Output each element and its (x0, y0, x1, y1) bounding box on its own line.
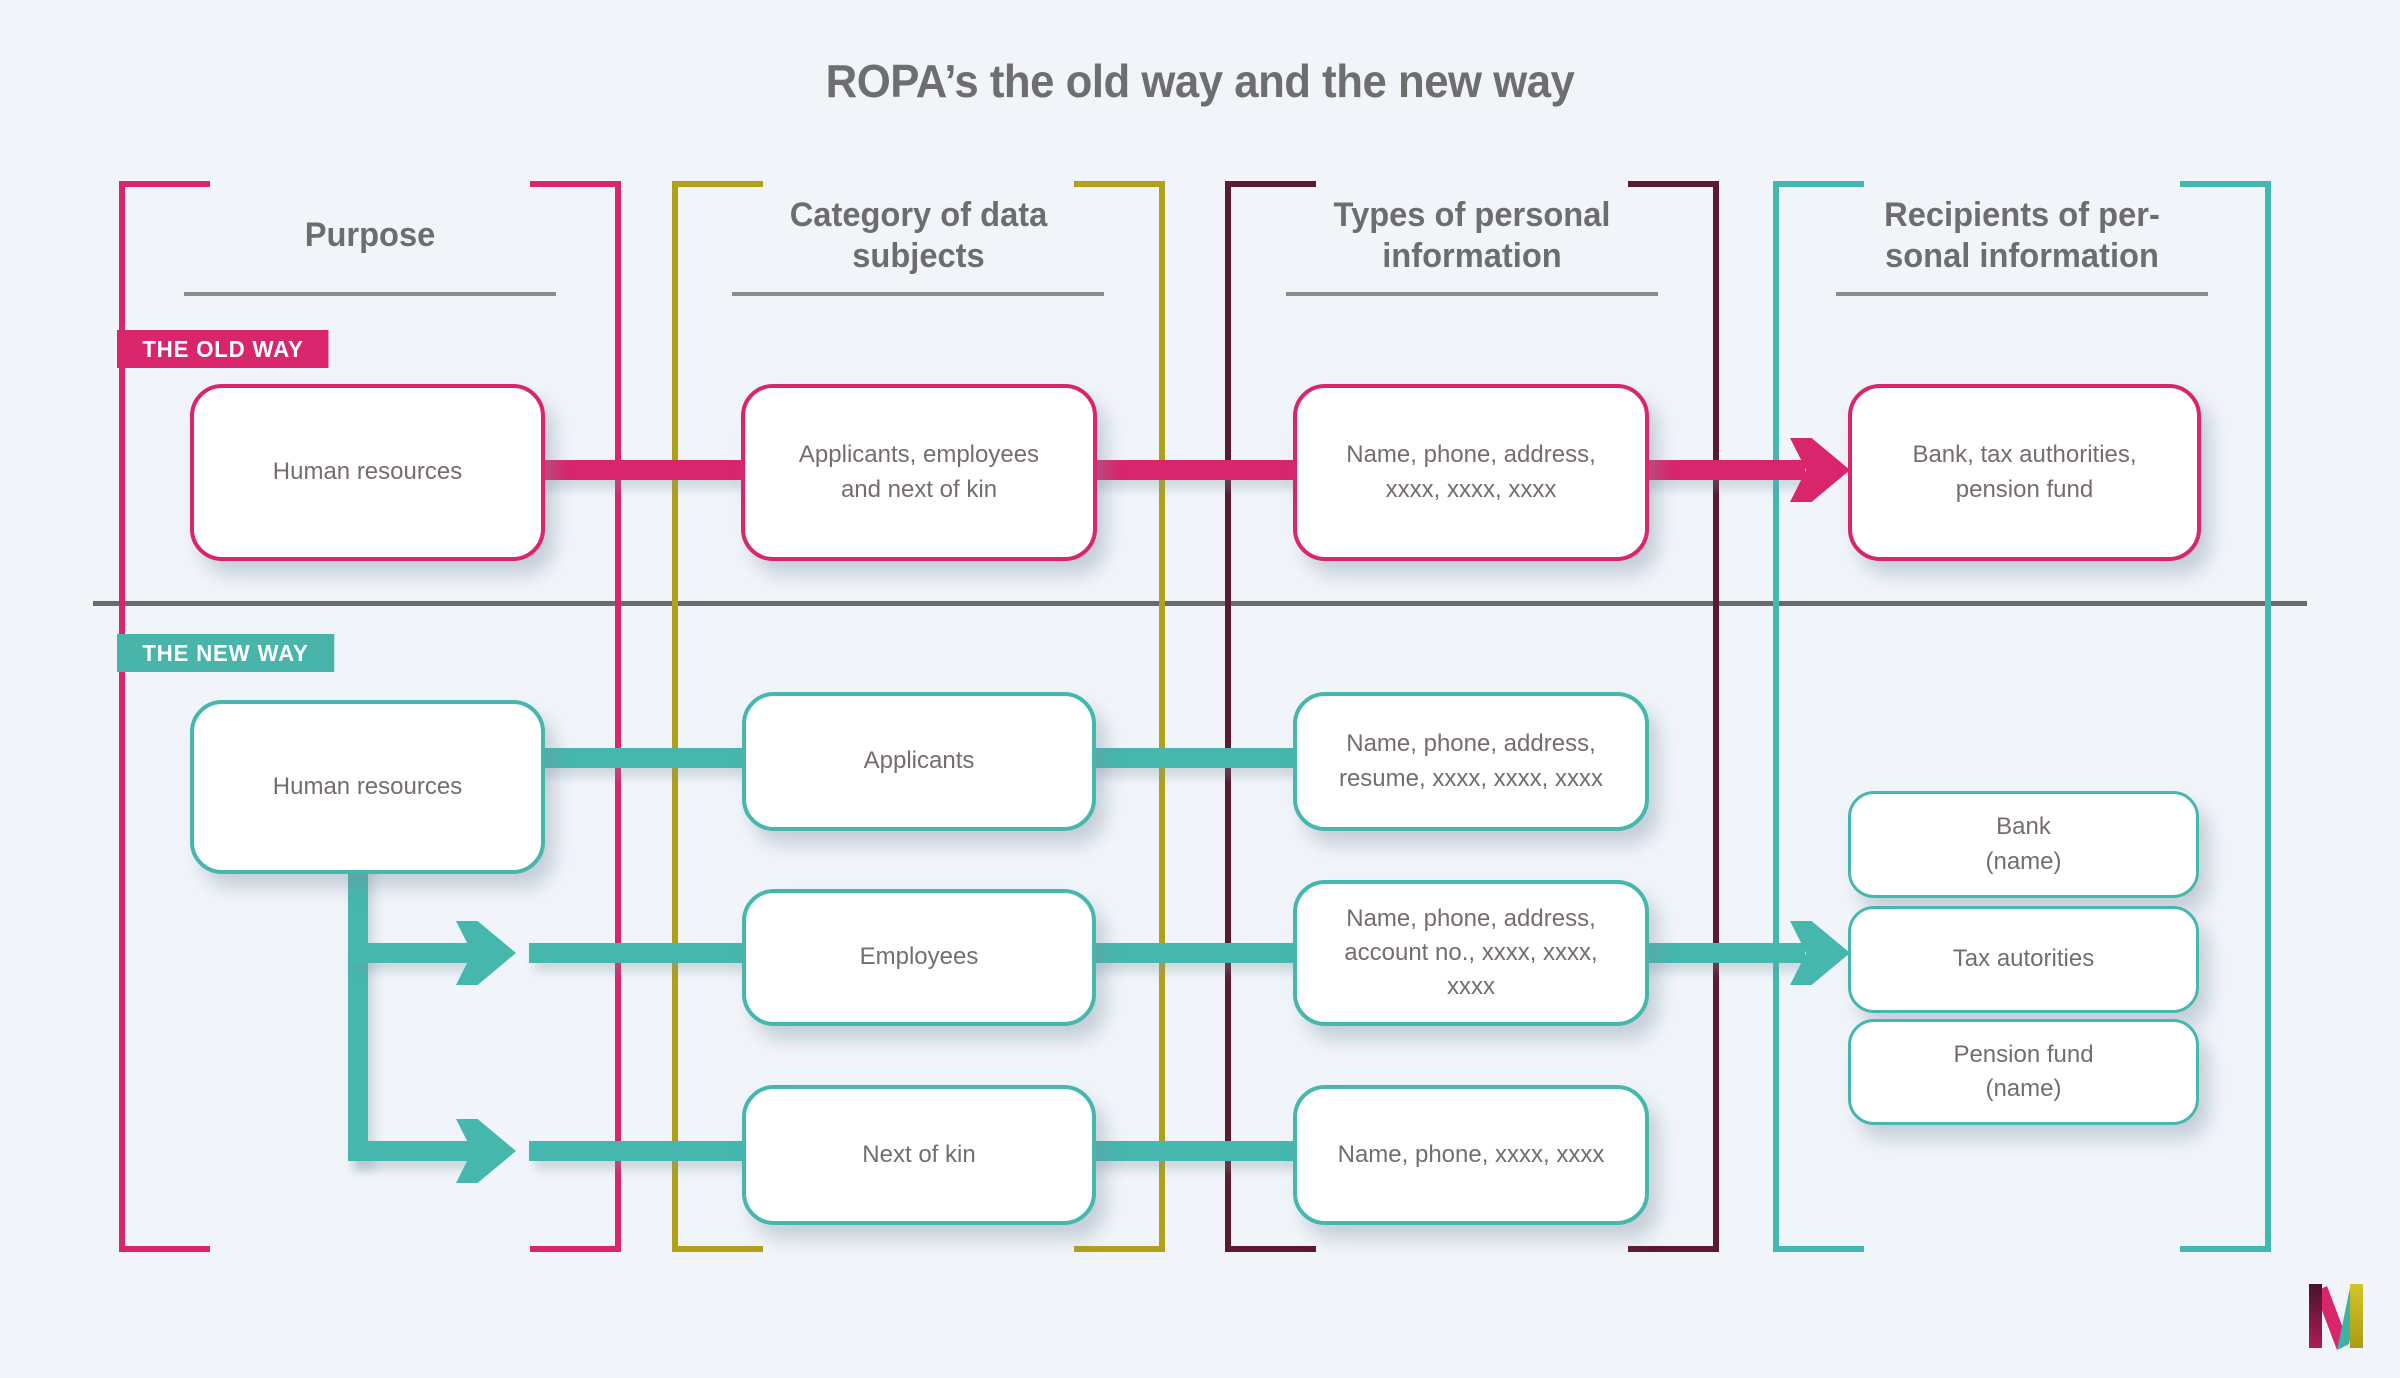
new-connector-employees-types (1084, 943, 1293, 963)
purpose-column-bracket-left (119, 181, 210, 1252)
recipient-pension-box: Pension fund (name) (1848, 1019, 2199, 1125)
old-recipients-box: Bank, tax authorities, pension fund (1848, 384, 2201, 561)
new-connector-nextofkin-types (1084, 1141, 1293, 1161)
column-header-purpose: Purpose (304, 216, 436, 255)
new-branch-nextofkin-connector (348, 1141, 473, 1161)
recipient-tax-box: Tax autorities (1848, 906, 2199, 1013)
header-underline (1836, 292, 2208, 296)
new-category-applicants: Applicants (742, 692, 1096, 831)
purpose-column-bracket-right (530, 181, 621, 1252)
page-title: ROPA’s the old way and the new way (825, 55, 1575, 107)
column-header-recipients: Recipients of per- sonal information (1884, 195, 2160, 275)
old-way-badge: THE OLD WAY (117, 330, 329, 368)
w-brand-logo-icon (2309, 1284, 2363, 1350)
old-connector-purpose-category (537, 460, 741, 480)
section-divider (93, 601, 2307, 606)
old-types-box: Name, phone, address, xxxx, xxxx, xxxx (1293, 384, 1649, 561)
new-branch-employees-connector (348, 943, 473, 963)
new-category-nextofkin: Next of kin (742, 1085, 1096, 1225)
new-connector-to-nextofkin (529, 1141, 744, 1161)
recipients-column-bracket-left (1773, 181, 1864, 1252)
types-column-bracket-left (1225, 181, 1316, 1252)
recipient-bank-box: Bank (name) (1848, 791, 2199, 898)
new-types-applicants: Name, phone, address, resume, xxxx, xxxx… (1293, 692, 1649, 831)
old-connector-types-recipients (1637, 460, 1805, 480)
category-column-bracket-left (672, 181, 763, 1252)
header-underline (732, 292, 1104, 296)
types-column-bracket-right (1628, 181, 1719, 1252)
column-header-types: Types of personal information (1333, 195, 1611, 275)
new-way-badge: THE NEW WAY (117, 634, 334, 672)
column-header-category: Category of data subjects (789, 195, 1048, 275)
old-category-box: Applicants, employees and next of kin (741, 384, 1097, 561)
new-connector-applicants-types (1084, 748, 1293, 768)
category-column-bracket-right (1074, 181, 1165, 1252)
new-purpose-box: Human resources (190, 700, 545, 874)
new-connector-purpose-applicants (537, 748, 742, 768)
new-category-employees: Employees (742, 889, 1096, 1026)
recipients-column-bracket-right (2180, 181, 2271, 1252)
new-connector-to-employees (529, 943, 744, 963)
new-branch-trunk (348, 858, 368, 1161)
header-underline (184, 292, 556, 296)
new-connector-types-recipients (1637, 943, 1805, 963)
new-types-employees: Name, phone, address, account no., xxxx,… (1293, 880, 1649, 1026)
old-connector-category-types (1085, 460, 1293, 480)
old-purpose-box: Human resources (190, 384, 545, 561)
header-underline (1286, 292, 1658, 296)
new-types-nextofkin: Name, phone, xxxx, xxxx (1293, 1085, 1649, 1225)
